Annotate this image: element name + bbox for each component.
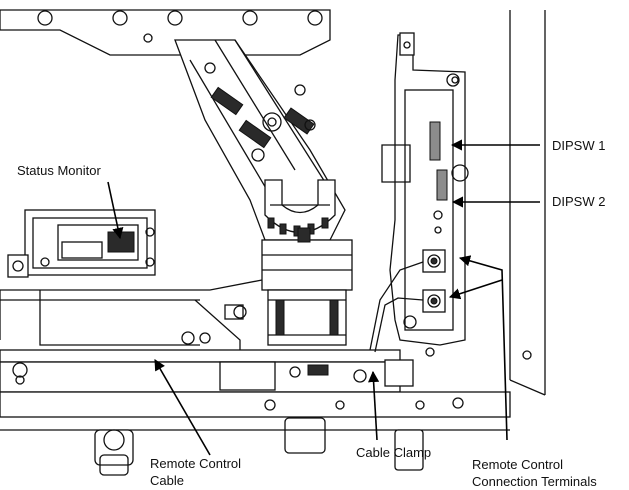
dipsw2-label: DIPSW 2 bbox=[552, 194, 605, 209]
status-monitor-label: Status Monitor bbox=[17, 163, 101, 178]
lower-chassis bbox=[0, 279, 263, 350]
dipsw1-label: DIPSW 1 bbox=[552, 138, 605, 153]
leader-lines bbox=[107, 139, 540, 456]
right-housing-frame bbox=[509, 10, 546, 396]
remote-control-terminals-label-line2: Connection Terminals bbox=[472, 474, 597, 489]
bottom-fittings bbox=[94, 417, 424, 476]
remote-control-terminals-label-line1: Remote Control bbox=[472, 457, 563, 472]
status-monitor-box bbox=[7, 209, 156, 278]
top-mounting-plate bbox=[0, 9, 331, 56]
remote-control-cable-label-line1: Remote Control bbox=[150, 456, 241, 471]
cable-clamp-leader bbox=[368, 370, 380, 441]
horizontal-rail bbox=[0, 349, 511, 431]
terminals-leader-lower bbox=[448, 279, 503, 300]
motor-coupling bbox=[261, 227, 353, 346]
motor-bracket bbox=[174, 39, 346, 241]
remote-control-cable-label-line2: Cable bbox=[150, 473, 184, 488]
remote-control-cable-leader bbox=[154, 359, 211, 456]
status-monitor-leader bbox=[107, 181, 124, 240]
terminals-leader-upper bbox=[458, 255, 508, 441]
cable-clamp-label: Cable Clamp bbox=[356, 445, 431, 460]
control-box bbox=[369, 32, 469, 357]
